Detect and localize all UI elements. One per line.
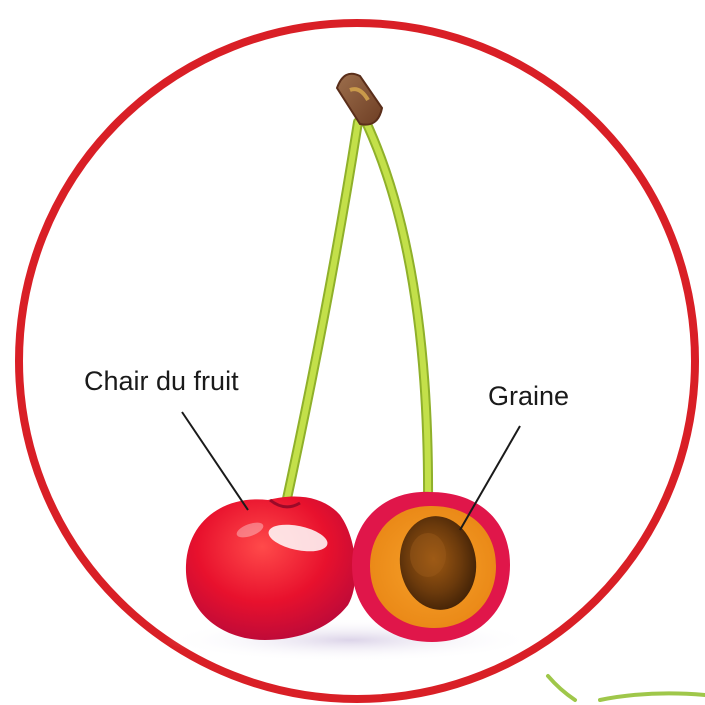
cut-cherry <box>352 492 510 642</box>
stems <box>285 122 428 508</box>
flesh-label-leader <box>182 412 248 510</box>
seed-label: Graine <box>488 381 569 411</box>
whole-cherry <box>186 496 356 640</box>
flesh-label: Chair du fruit <box>84 366 239 396</box>
stem-tip <box>337 74 382 125</box>
corner-stem-fragment <box>548 676 705 700</box>
